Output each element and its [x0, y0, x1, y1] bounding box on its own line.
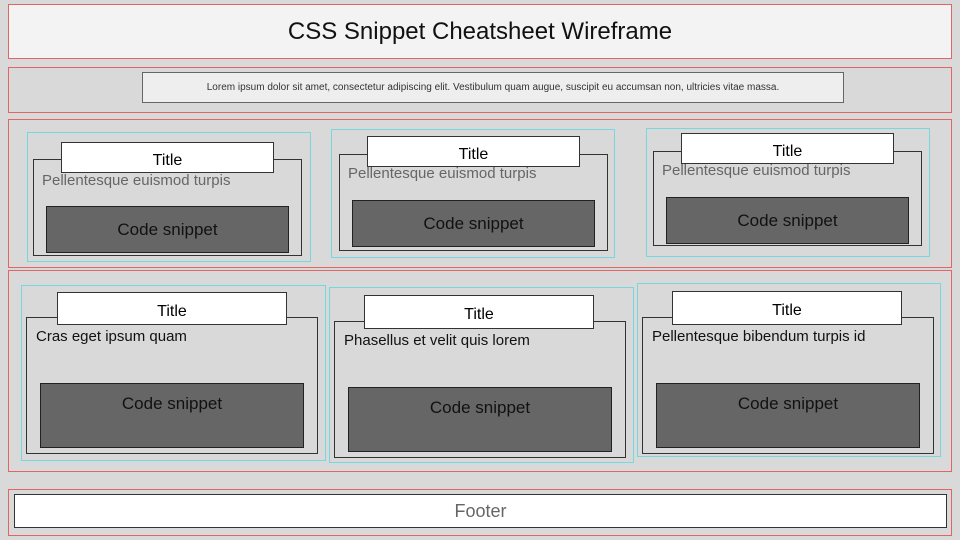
snippet-card-outline: [329, 287, 634, 463]
snippet-card-description: Pellentesque bibendum turpis id: [652, 328, 866, 345]
snippet-card-outline: [331, 129, 615, 258]
snippet-card-outline: [21, 285, 326, 461]
snippet-card-outline: [646, 128, 930, 257]
footer: Footer: [14, 494, 947, 528]
snippet-card-description: Pellentesque euismod turpis: [662, 162, 851, 179]
code-snippet-block: Code snippet: [40, 383, 304, 448]
code-snippet-block: Code snippet: [666, 197, 909, 244]
snippet-card-outline: [637, 283, 941, 457]
intro-text: Lorem ipsum dolor sit amet, consectetur …: [142, 72, 844, 103]
snippet-card-title: Title: [61, 142, 274, 173]
code-snippet-block: Code snippet: [352, 200, 595, 247]
snippet-card-title: Title: [672, 291, 902, 325]
snippet-card-title: Title: [364, 295, 594, 329]
code-snippet-block: Code snippet: [656, 383, 920, 448]
snippet-card-description: Phasellus et velit quis lorem: [344, 332, 530, 349]
snippet-card-description: Pellentesque euismod turpis: [42, 172, 231, 189]
snippet-card-outline: [27, 132, 311, 262]
snippet-card-title: Title: [57, 292, 287, 325]
page-title: CSS Snippet Cheatsheet Wireframe: [8, 4, 952, 59]
snippet-card-title: Title: [367, 136, 580, 167]
snippet-card-description: Cras eget ipsum quam: [36, 328, 187, 345]
snippet-card-title: Title: [681, 133, 894, 164]
code-snippet-block: Code snippet: [348, 387, 612, 452]
code-snippet-block: Code snippet: [46, 206, 289, 253]
snippet-card-description: Pellentesque euismod turpis: [348, 165, 537, 182]
